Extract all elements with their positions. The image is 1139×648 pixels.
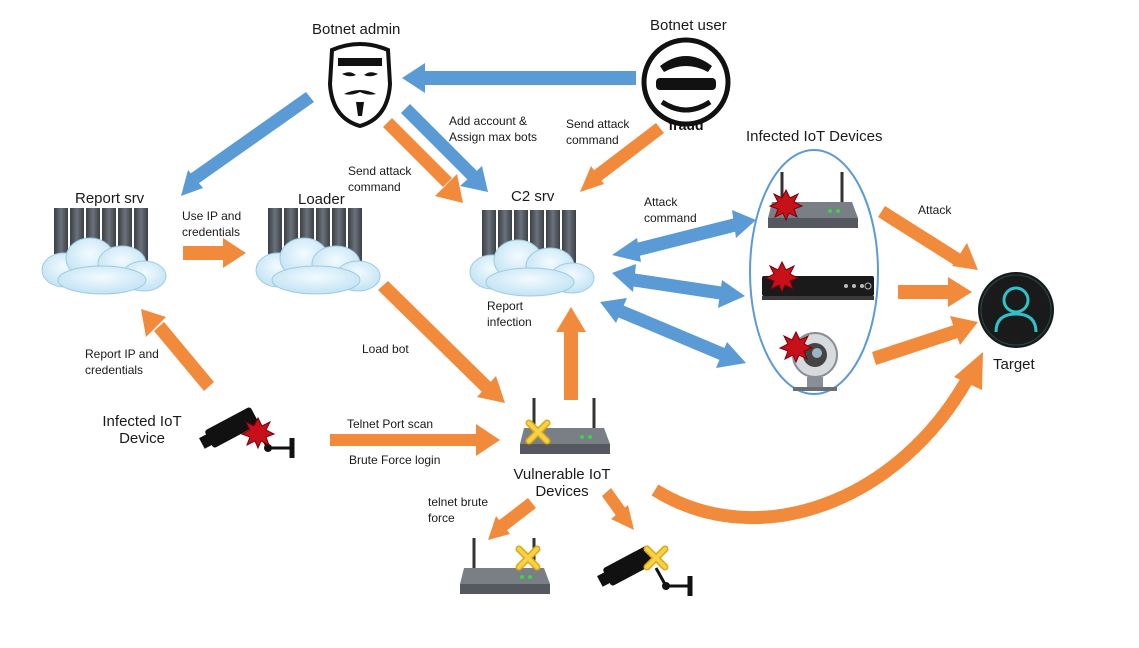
arrow-c2-infected-1: [612, 210, 756, 262]
report-infection-label: Report infection: [487, 298, 532, 330]
target-label: Target: [993, 356, 1035, 373]
loader-icon: [255, 207, 381, 295]
send-attack-user-label-line1: Send attack: [566, 117, 630, 131]
arrow-c2-infected-3: [600, 298, 746, 368]
c2-srv-icon: [469, 209, 595, 297]
send-attack-admin-label: Send attack command: [348, 163, 411, 195]
arrow-admin-to-c2-blue: [401, 104, 488, 192]
botnet-admin-icon: [327, 42, 393, 129]
infected-iot-device-label-line2: Device: [119, 430, 165, 447]
brute-force-login-label: Brute Force login: [349, 453, 441, 467]
arrow-admin-to-c2-orange: [383, 118, 463, 203]
infection-burst-icon: [241, 417, 275, 449]
botnet-admin-label: Botnet admin: [312, 21, 401, 38]
vulnerable-iot-label-line2: Devices: [535, 483, 589, 500]
vulnerable-iot-label-line1: Vulnerable IoT: [513, 466, 611, 483]
send-attack-admin-label-line2: command: [348, 180, 401, 194]
telnet-brute-force-label-line2: force: [428, 511, 455, 525]
c2-srv-label: C2 srv: [511, 188, 555, 205]
arrow-router-to-target: [878, 206, 978, 270]
send-attack-admin-label-line1: Send attack: [348, 164, 412, 178]
arrow-loader-to-vuln: [378, 281, 505, 403]
arrow-report-to-loader: [183, 238, 246, 268]
send-attack-user-label-line2: command: [566, 133, 619, 147]
arrow-user-to-admin: [402, 63, 636, 93]
report-infection-label-line2: infection: [487, 315, 532, 329]
arrow-vuln-to-camera: [602, 488, 634, 530]
infected-devices-group: [749, 149, 879, 395]
send-attack-user-label: Send attack command: [566, 116, 629, 148]
use-ip-label-line1: Use IP and: [182, 209, 242, 223]
attack-command-label: Attack command: [644, 194, 697, 226]
arrow-infected-to-vuln: [330, 424, 500, 456]
target-icon: [978, 272, 1054, 348]
infected-iot-device-label-line1: Infected IoT: [102, 413, 182, 430]
attack-label: Attack: [918, 203, 952, 217]
infected-iot-device-label: Infected IoT Device: [96, 413, 188, 447]
report-ip-label-line1: Report IP and: [85, 347, 159, 361]
add-account-label: Add account & Assign max bots: [449, 113, 537, 145]
report-srv-label: Report srv: [75, 190, 145, 207]
telnet-port-scan-label: Telnet Port scan: [347, 417, 434, 431]
botnet-user-icon: fraud: [641, 37, 731, 133]
report-infection-label-line1: Report: [487, 299, 524, 313]
report-ip-label-line2: credentials: [85, 363, 144, 377]
telnet-brute-force-label: telnet brute force: [428, 494, 488, 526]
arrow-cam-to-target: [872, 316, 978, 365]
vulnerable-camera-icon: [597, 544, 690, 596]
fraud-text: fraud: [669, 117, 704, 133]
report-ip-label: Report IP and credentials: [85, 346, 159, 378]
load-bot-label: Load bot: [362, 342, 409, 356]
arrow-admin-to-report: [181, 92, 314, 196]
use-ip-label: Use IP and credentials: [182, 208, 241, 240]
add-account-label-line1: Add account &: [449, 114, 528, 128]
loader-label: Loader: [298, 191, 345, 208]
vulnerable-iot-devices-label: Vulnerable IoT Devices: [502, 466, 622, 500]
telnet-brute-force-label-line1: telnet brute: [428, 495, 489, 509]
arrow-vuln-to-target-curve: [651, 352, 983, 525]
botnet-user-label: Botnet user: [650, 17, 727, 34]
attack-command-label-line1: Attack: [644, 195, 678, 209]
add-account-label-line2: Assign max bots: [449, 130, 538, 144]
arrow-c2-infected-2: [612, 264, 745, 308]
arrow-user-to-c2: [580, 123, 664, 192]
attack-command-label-line2: command: [644, 211, 697, 225]
arrow-dvr-to-target: [898, 277, 972, 307]
arrow-infected-to-report: [141, 309, 214, 391]
infected-iot-devices-label: Infected IoT Devices: [746, 128, 883, 145]
use-ip-label-line2: credentials: [182, 225, 241, 239]
arrow-vuln-to-c2: [556, 307, 586, 400]
arrow-vuln-to-router: [488, 498, 536, 540]
report-srv-icon: [41, 207, 167, 295]
